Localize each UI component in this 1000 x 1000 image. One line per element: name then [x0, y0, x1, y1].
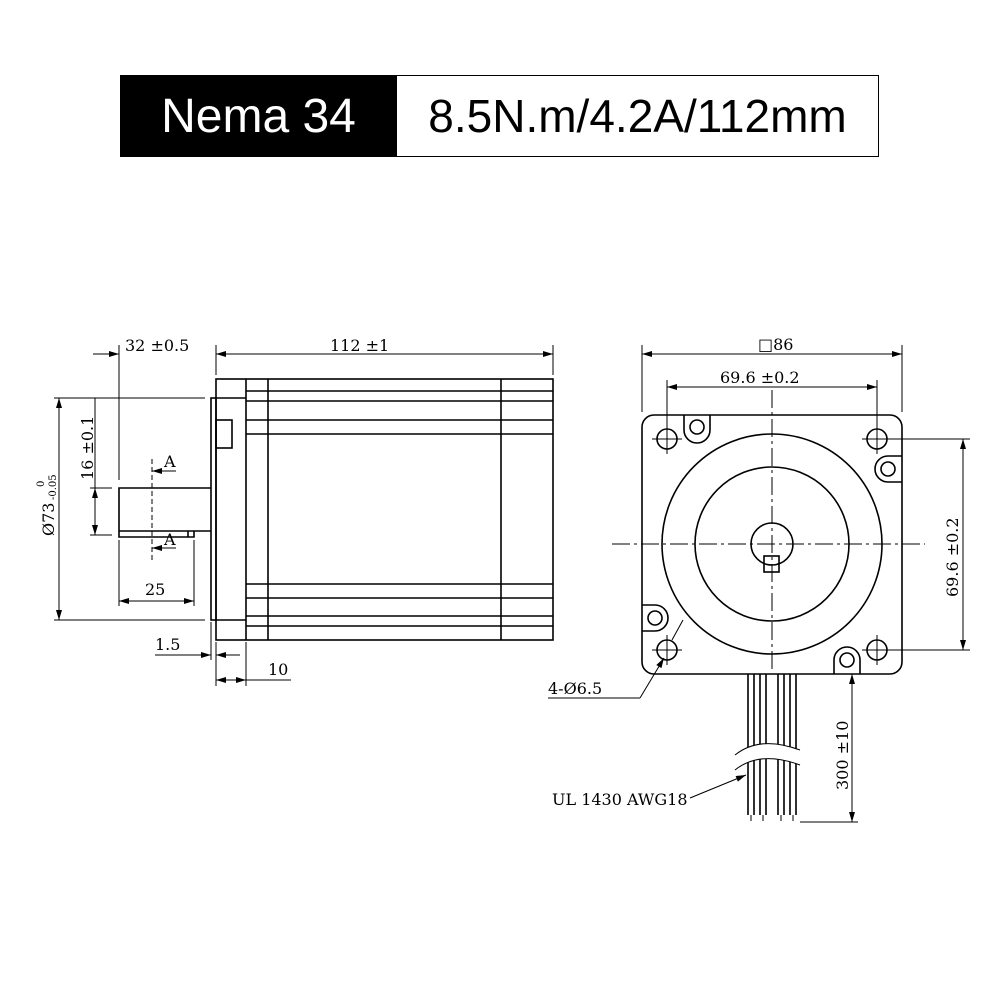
dim-hole-spacing-horizontal: 69.6 ±0.2 [720, 368, 800, 387]
section-label-top: A [163, 452, 176, 471]
dim-hole-spacing-vertical: 69.6 ±0.2 [943, 517, 962, 597]
dim-body-length: 112 ±1 [330, 336, 389, 355]
motor-body [215, 378, 554, 641]
dim-lead-length: 300 ±10 [833, 721, 852, 790]
dim-hole-diameter: 4-Ø6.5 [548, 679, 602, 698]
dim-square: □86 [758, 335, 793, 354]
dim-shaft-diameter: 16 ±0.1 [78, 416, 97, 480]
dim-pilot-tol-upper: 0 [36, 481, 47, 487]
connector-block [215, 419, 233, 449]
dim-pilot-thickness: 1.5 [155, 635, 180, 654]
dim-shaft-length: 32 ±0.5 [125, 336, 189, 355]
side-view: A A 32 ±0.5 112 ±1 Ø73 0 -0.05 16 ±0.1 2… [36, 336, 554, 686]
spec-label: 8.5N.m/4.2A/112mm [397, 75, 879, 157]
dim-flange-thickness: 10 [268, 660, 288, 679]
lead-wires [734, 674, 801, 821]
model-label: Nema 34 [120, 75, 397, 157]
mounting-holes [652, 424, 892, 665]
front-view: □86 69.6 ±0.2 69.6 ±0.2 300 ±10 4-Ø6.5 U… [548, 335, 970, 823]
dim-pilot-tol-lower: -0.05 [48, 474, 59, 500]
shaft [118, 487, 211, 538]
section-label-bottom: A [163, 530, 176, 549]
dim-pilot-diameter: Ø73 [39, 503, 58, 536]
pilot-boss [210, 397, 217, 621]
dim-flat-length: 25 [145, 580, 165, 599]
ground-tabs [642, 415, 902, 674]
title-banner: Nema 34 8.5N.m/4.2A/112mm [120, 75, 879, 157]
wire-spec-label: UL 1430 AWG18 [552, 790, 688, 809]
